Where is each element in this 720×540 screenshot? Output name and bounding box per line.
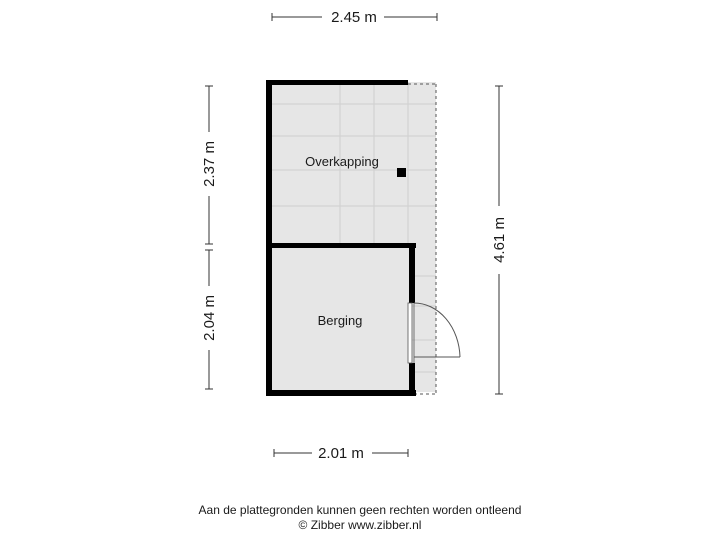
dimension-bottom-label: 2.01 m — [318, 445, 364, 462]
footer-disclaimer: Aan de plattegronden kunnen geen rechten… — [198, 503, 522, 517]
dimension-right — [495, 85, 503, 395]
overkapping-tile-grid — [272, 82, 436, 244]
dimension-top — [271, 13, 438, 21]
side-strip-floor — [412, 244, 436, 392]
dimension-left — [205, 85, 213, 390]
walls — [266, 80, 416, 396]
column — [397, 168, 406, 177]
dimension-left-upper-label: 2.37 m — [201, 141, 218, 187]
door — [407, 302, 461, 364]
dimension-right-label: 4.61 m — [491, 217, 508, 263]
footer-copyright: © Zibber www.zibber.nl — [298, 518, 422, 532]
dimension-left-lower-label: 2.04 m — [201, 295, 218, 341]
room-label-berging: Berging — [318, 313, 363, 328]
side-strip-tile-grid — [412, 275, 436, 373]
room-label-overkapping: Overkapping — [305, 154, 379, 169]
dimension-top-label: 2.45 m — [331, 9, 377, 26]
berging-floor — [270, 248, 412, 392]
open-edge-dashed — [408, 83, 437, 395]
dimension-bottom — [273, 449, 409, 457]
